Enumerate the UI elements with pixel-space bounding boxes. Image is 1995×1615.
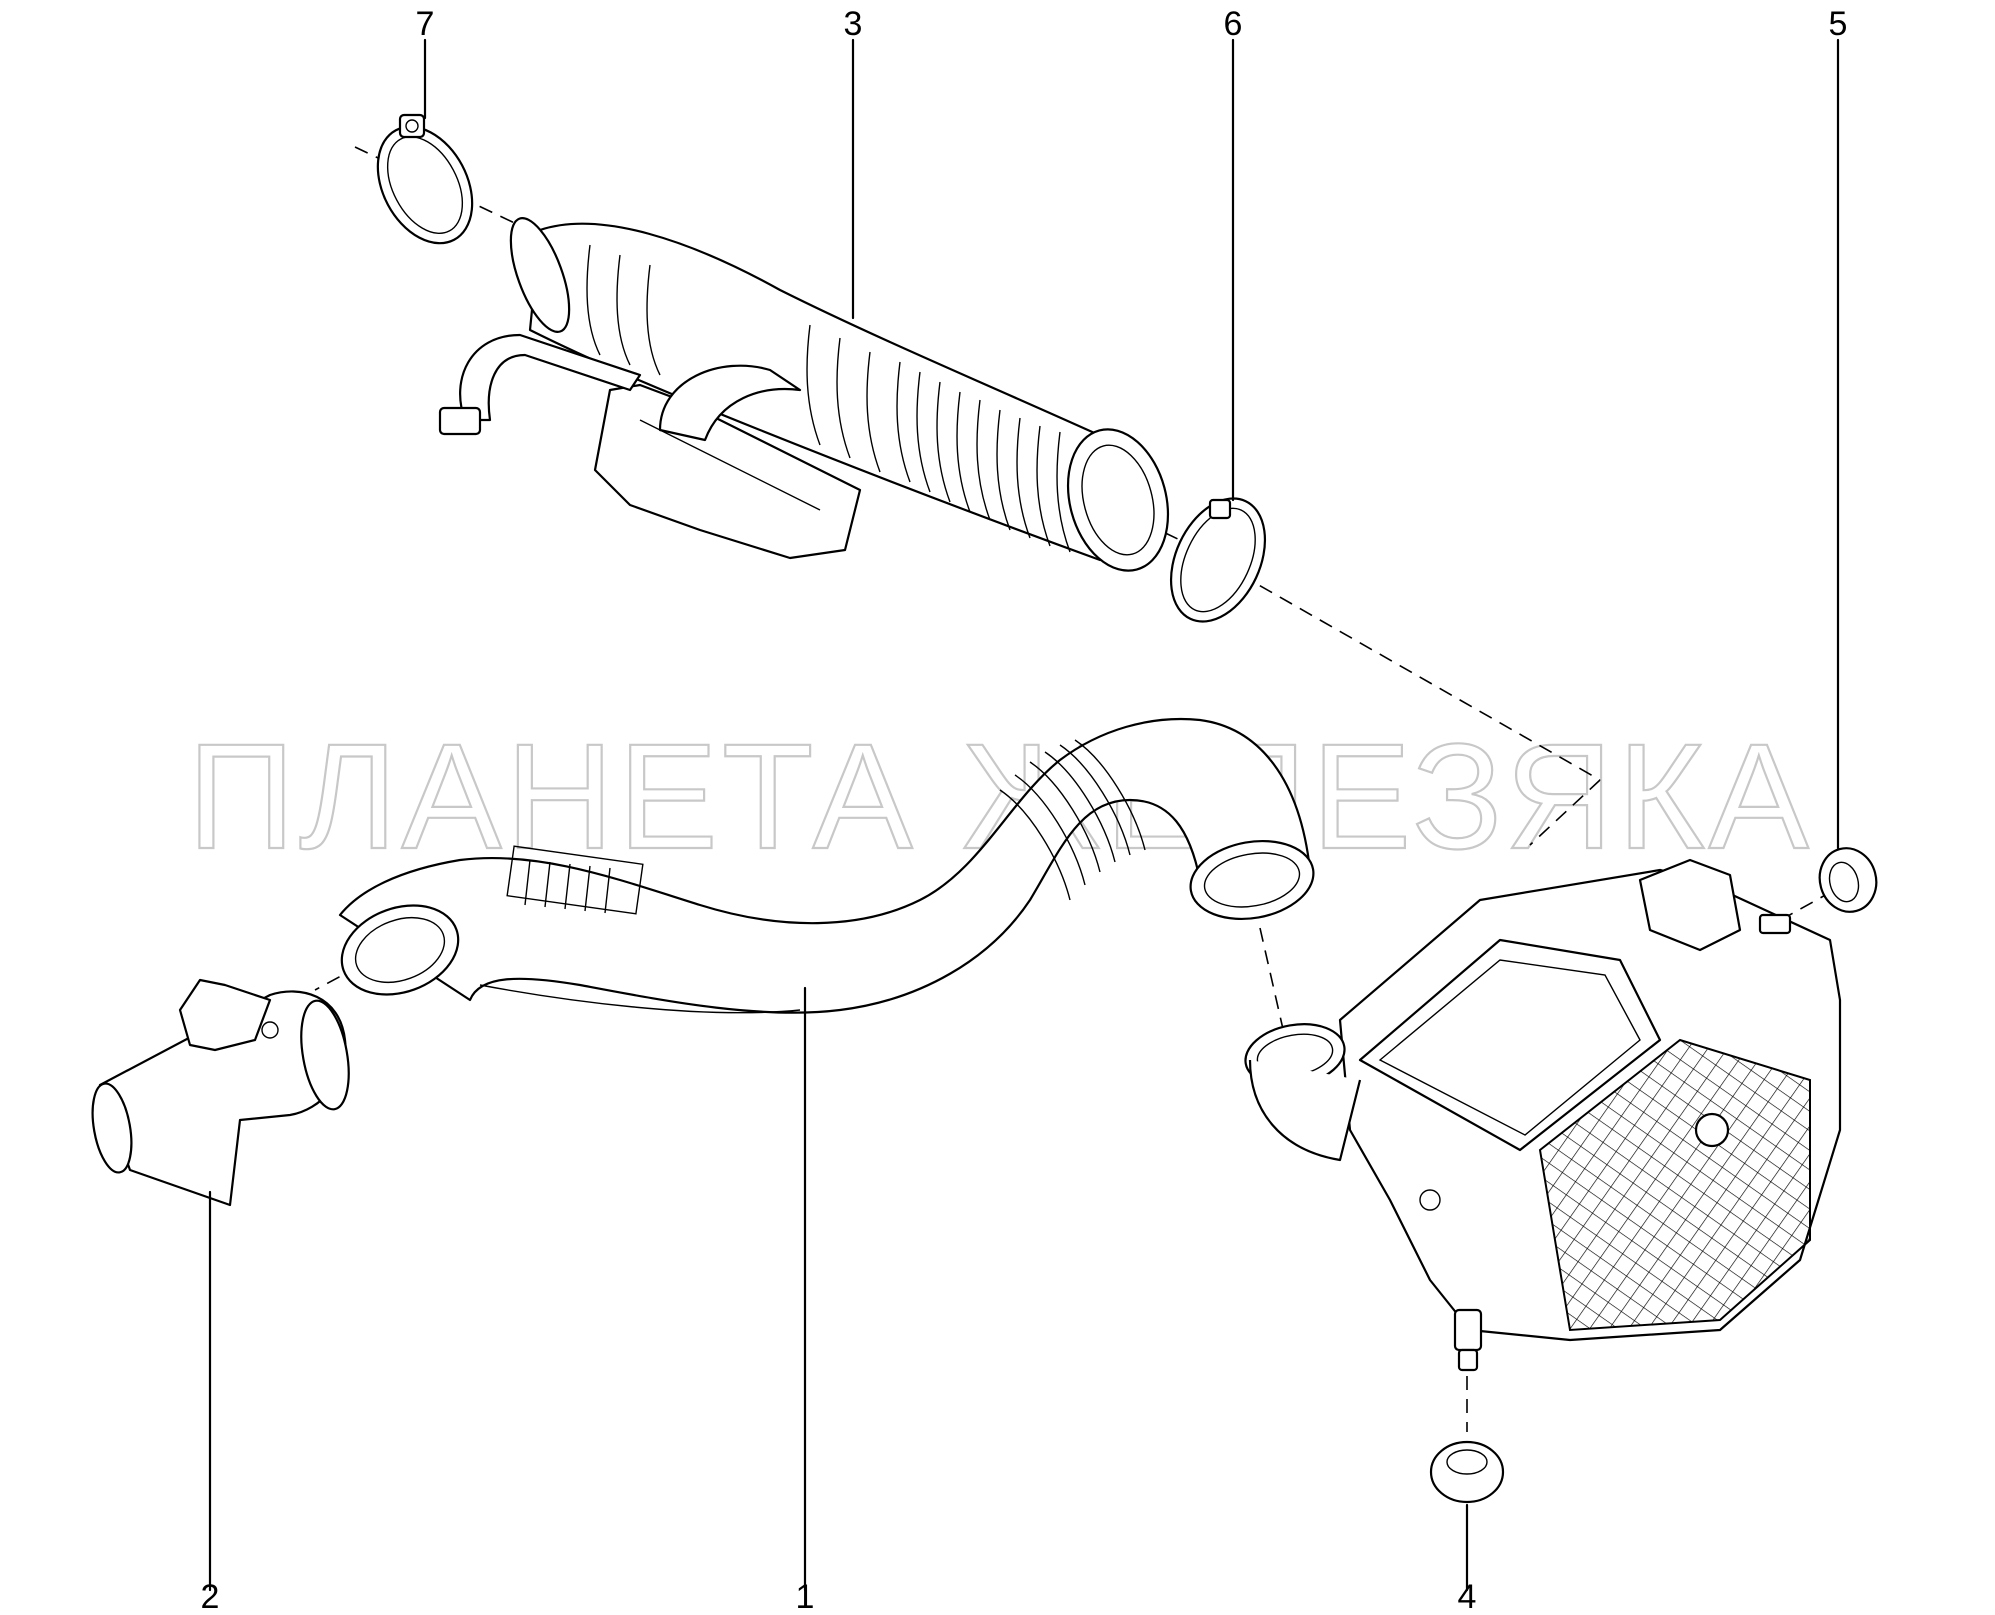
air-intake-duct-1 (338, 717, 1315, 1014)
hose-clamp-6 (1169, 497, 1267, 623)
air-filter-housing (1244, 858, 1842, 1372)
inlet-scoop-2 (91, 978, 350, 1207)
callout-5: 5 (1829, 5, 1848, 43)
leader-lines (208, 38, 1840, 1592)
callout-7: 7 (416, 5, 435, 43)
callout-2: 2 (201, 1578, 220, 1615)
callouts: 7 3 6 5 2 1 4 (201, 5, 1848, 1615)
callout-1: 1 (796, 1578, 815, 1615)
hose-clamp-7 (376, 113, 474, 245)
grommet-4 (1429, 1440, 1505, 1504)
intake-hose-3 (438, 217, 1170, 572)
callout-6: 6 (1224, 5, 1243, 43)
grommet-5 (1818, 847, 1878, 913)
callout-3: 3 (844, 5, 863, 43)
callout-4: 4 (1458, 1578, 1477, 1615)
